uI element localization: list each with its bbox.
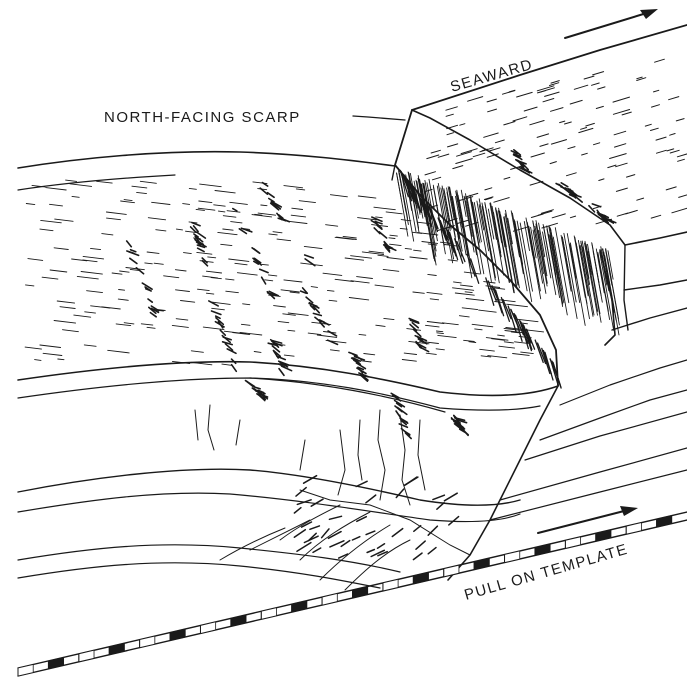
template-bar: [17, 511, 687, 677]
pull-arrow: [537, 506, 638, 534]
seaward-arrow: [564, 9, 658, 39]
scarp-label: NORTH-FACING SCARP: [104, 109, 301, 126]
scarp-leader-line: [352, 115, 406, 121]
seaward-label: SEAWARD: [448, 56, 535, 96]
lower-surface: [17, 149, 617, 440]
scarp-face: [391, 109, 620, 389]
scarp-label-group: NORTH-FACING SCARP: [104, 109, 406, 126]
front-layers: [17, 385, 687, 591]
